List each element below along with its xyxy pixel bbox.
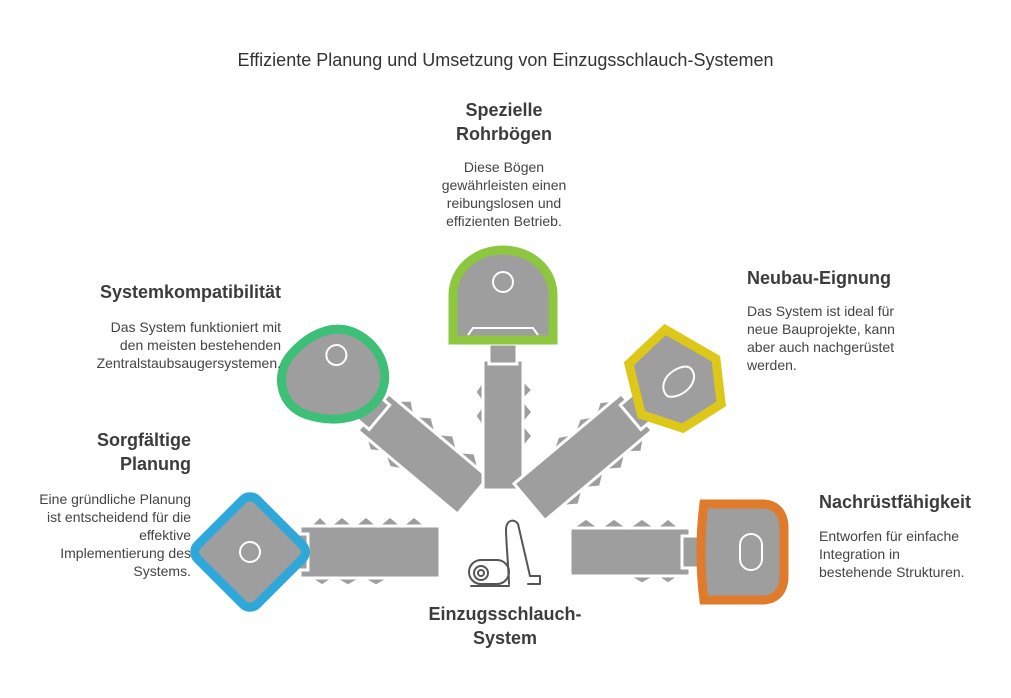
item-title-spezielle-rohrboegen: Spezielle Rohrbögen [456,100,552,144]
key-systemkompatibilitaet [277,324,491,517]
key-nachruestfaehigkeit [567,499,789,605]
item-title-nachruestfaehigkeit: Nachrüstfähigkeit [819,492,972,512]
key-head [696,499,789,605]
vacuum-cleaner-icon [468,519,541,587]
item-desc-sorgfaeltige-planung: Eine gründliche Planung ist entscheidend… [39,491,191,579]
item-desc-neubau-eignung: Das System ist ideal für neue Bauprojekt… [747,303,895,373]
item-title-neubau-eignung: Neubau-Eignung [747,268,891,288]
key-sorgfaeltige-planung [190,492,442,612]
key-head [623,323,726,434]
item-title-sorgfaeltige-planung: Sorgfältige Planung [96,430,191,474]
key-head [448,245,558,345]
page-title: Effiziente Planung und Umsetzung von Ein… [237,50,774,70]
item-desc-systemkompatibilitaet: Das System funktioniert mit den meisten … [96,319,281,371]
key-spezielle-rohrboegen [448,245,558,492]
center-label: Einzugsschlauch- System [428,604,582,648]
key-head [190,492,310,612]
key-head [277,324,390,424]
item-desc-spezielle-rohrboegen: Diese Bögen gewährleisten einen reibungs… [441,159,567,229]
key-neubau-eignung [511,323,726,523]
item-title-systemkompatibilitaet: Systemkompatibilität [99,282,281,302]
item-desc-nachruestfaehigkeit: Entworfen für einfache Integration in be… [819,528,965,580]
